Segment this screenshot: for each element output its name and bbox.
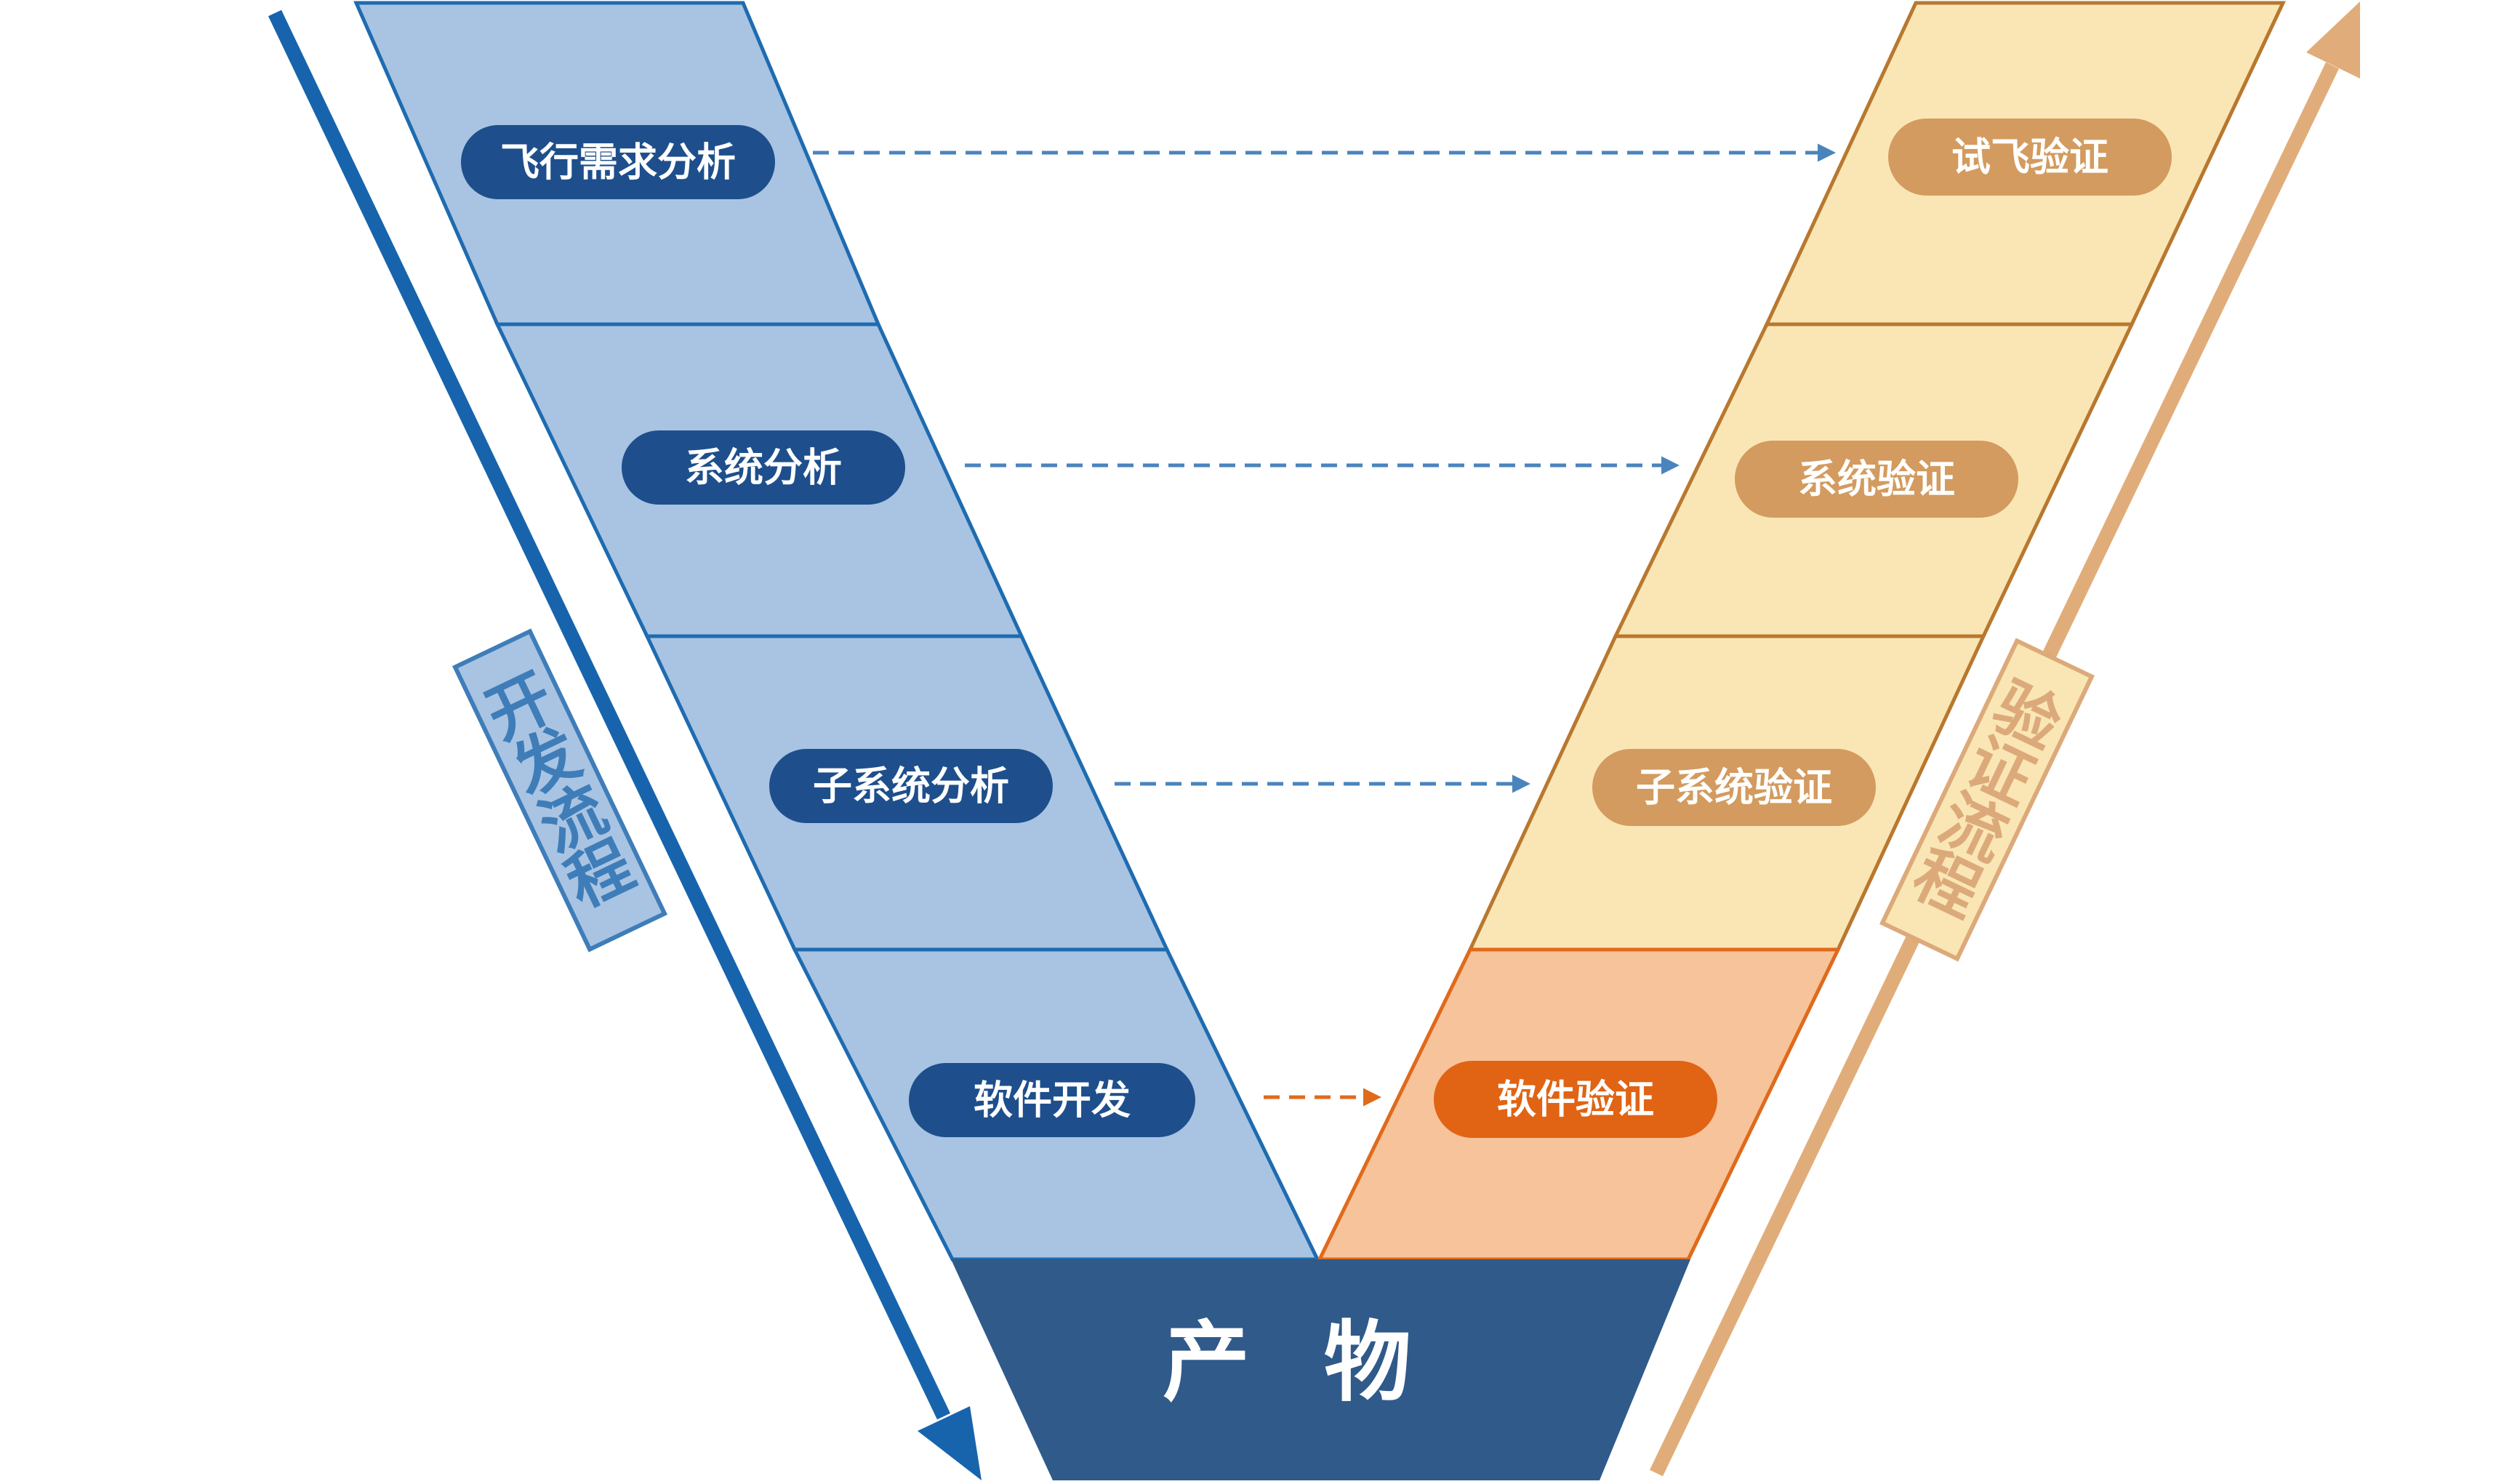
development-flow-arrow	[268, 9, 982, 1480]
ver-pill-4: 软件验证	[1434, 1061, 1717, 1138]
dev-pill-3: 子系统分析	[769, 749, 1053, 823]
dev-pill-4: 软件开发	[909, 1063, 1195, 1137]
dev-stage-1-label: 飞行需求分析	[500, 140, 736, 185]
ver-stage-4-label: 软件验证	[1497, 1077, 1654, 1123]
ver-pill-1: 试飞验证	[1888, 119, 2172, 196]
dev-stage-4-label: 软件开发	[974, 1078, 1131, 1123]
ver-pill-2: 系统验证	[1735, 441, 2018, 518]
ver-stage-3-label: 子系统验证	[1636, 765, 1832, 811]
output-base	[951, 1259, 1690, 1480]
dev-stage-3-label: 子系统分析	[813, 763, 1009, 809]
output-label: 产 物	[1163, 1312, 1433, 1413]
stage-connectors	[813, 143, 1836, 1107]
development-flow-tag: 开 发 流 程	[452, 628, 668, 952]
ver-pill-3: 子系统验证	[1592, 749, 1876, 826]
dev-pill-1: 飞行需求分析	[461, 125, 775, 199]
dev-pill-2: 系统分析	[622, 430, 905, 505]
ver-stage-1-label: 试飞验证	[1951, 135, 2108, 180]
ver-stage-2-label: 系统验证	[1798, 457, 1955, 502]
verification-flow-tag: 验 证 流 程	[1879, 638, 2095, 962]
dev-stage-2-label: 系统分析	[685, 445, 842, 491]
